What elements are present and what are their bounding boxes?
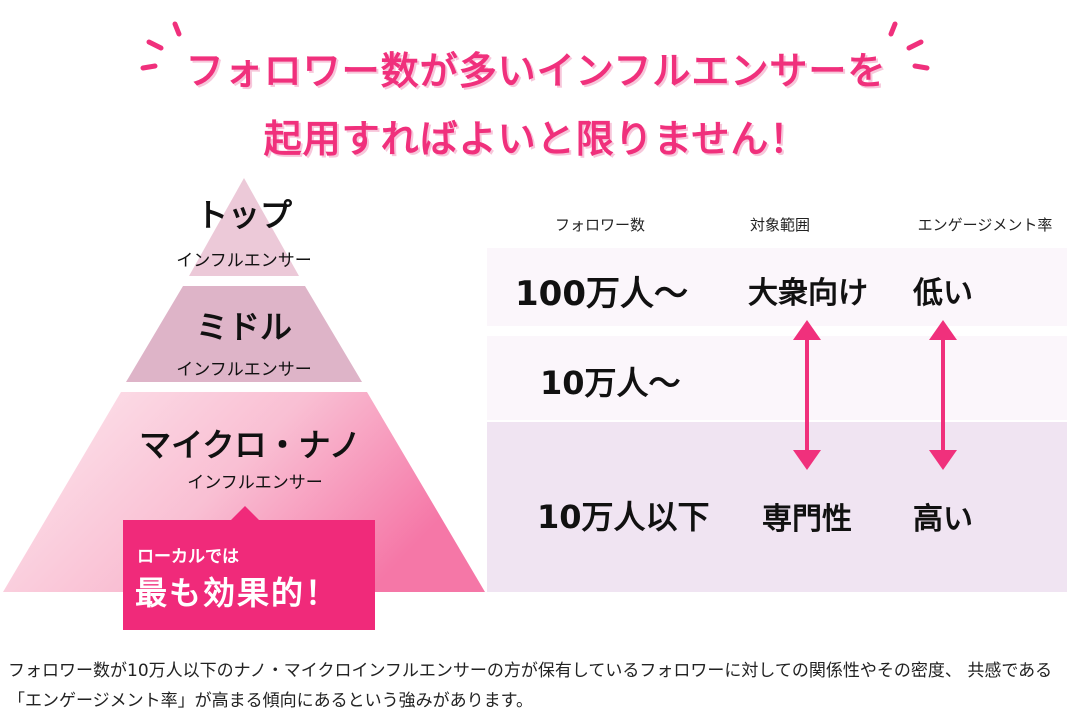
tier-top-sub: インフルエンサー <box>176 251 312 271</box>
local-callout: ローカルでは 最も効果的！ <box>123 506 375 630</box>
row-band-top <box>487 248 1067 326</box>
header-scope: 対象範囲 <box>749 216 810 234</box>
callout-big-text: 最も効果的！ <box>135 574 340 612</box>
row1-followers: 100万人～ <box>515 274 688 314</box>
title-line-1: フォロワー数が多いインフルエンサーを <box>185 49 887 93</box>
tier-middle-sub: インフルエンサー <box>176 360 312 380</box>
pyramid-tier-middle <box>126 286 362 382</box>
tier-base-sub: インフルエンサー <box>187 473 323 493</box>
title-line-2: 起用すればよいと限りません！ <box>263 117 809 161</box>
row3-followers: 10万人以下 <box>537 498 710 536</box>
row-band-middle <box>487 336 1067 420</box>
row2-followers: 10万人～ <box>540 364 681 402</box>
callout-small-text: ローカルでは <box>137 547 239 567</box>
tier-middle-name: ミドル <box>195 308 292 346</box>
row1-engagement: 低い <box>913 276 973 311</box>
row3-engagement: 高い <box>913 502 973 537</box>
engagement-double-arrow-icon <box>929 320 957 470</box>
row-band-bottom <box>487 422 1067 592</box>
left-sparkle-icon <box>140 21 182 71</box>
scope-double-arrow-icon <box>793 320 821 470</box>
row3-scope: 専門性 <box>762 502 852 537</box>
row1-scope: 大衆向け <box>748 276 868 311</box>
tier-top-name: トップ <box>195 196 292 234</box>
tier-base-name: マイクロ・ナノ <box>139 426 361 464</box>
description-text: フォロワー数が10万人以下のナノ・マイクロインフルエンサーの方が保有しているフォ… <box>8 661 1053 711</box>
header-followers: フォロワー数 <box>554 216 645 234</box>
pyramid-tier-top <box>189 178 299 276</box>
header-engagement: エンゲージメント率 <box>917 216 1053 234</box>
right-sparkle-icon <box>888 21 930 71</box>
